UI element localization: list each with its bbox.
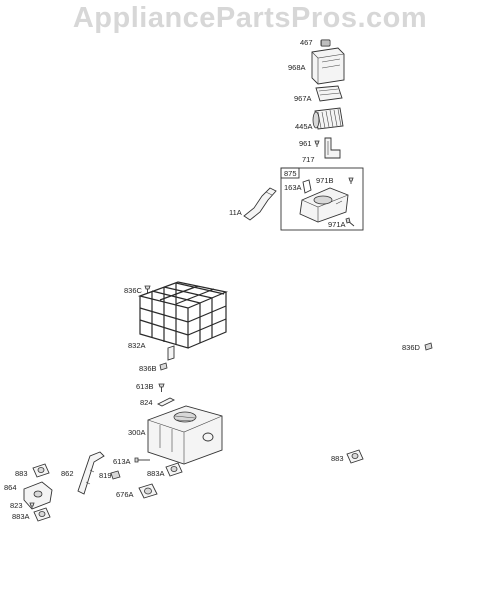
callout-883-right: 883: [331, 454, 344, 463]
callout-836c: 836C: [124, 286, 143, 295]
callout-836d: 836D: [402, 343, 421, 352]
part-971a-screw: [345, 217, 355, 227]
callout-300a: 300A: [128, 428, 146, 437]
callout-676a: 676A: [116, 490, 134, 499]
part-862-bracket: [77, 451, 105, 495]
callout-883-left: 883: [15, 469, 28, 478]
part-717-bracket: [324, 137, 341, 159]
part-836d-screw: [424, 342, 433, 351]
part-968a-cover: [311, 47, 345, 85]
callout-613b: 613B: [136, 382, 154, 391]
callout-445a: 445A: [295, 122, 313, 131]
watermark-logo: AppliancePartsPros.com: [72, 2, 428, 34]
callout-11a: 11A: [229, 208, 242, 217]
part-883-gasket-left: [32, 463, 50, 478]
callout-971a: 971A: [328, 220, 346, 229]
part-967a-precleaner: [315, 85, 343, 102]
callout-883a-mid: 883A: [147, 469, 165, 478]
callout-717: 717: [302, 155, 315, 164]
callout-864: 864: [4, 483, 17, 492]
callout-967a: 967A: [294, 94, 312, 103]
callout-875: 875: [284, 169, 297, 178]
part-467-knob: [320, 39, 331, 47]
callout-613a: 613A: [113, 457, 131, 466]
callout-862: 862: [61, 469, 74, 478]
part-883a-gasket-left: [33, 507, 51, 522]
callout-819: 819: [99, 471, 112, 480]
callout-467: 467: [300, 38, 313, 47]
part-864-plate: [23, 481, 53, 510]
part-445a-air-filter: [312, 107, 344, 130]
callout-823: 823: [10, 501, 23, 510]
callout-836b: 836B: [139, 364, 157, 373]
callout-883a-left: 883A: [12, 512, 30, 521]
callout-961: 961: [299, 139, 312, 148]
part-971b-screw: [348, 177, 354, 184]
part-163a-gasket: [302, 179, 312, 194]
part-961-screw: [314, 140, 320, 147]
callout-163a: 163A: [284, 183, 302, 192]
part-824-deflector: [156, 397, 176, 407]
part-613b-screw: [158, 383, 165, 392]
part-883-gasket-right: [346, 449, 364, 464]
part-836b-screw: [159, 362, 168, 371]
part-836c-screw: [144, 285, 151, 293]
part-300a-muffler: [147, 405, 223, 465]
part-676a-exhaust-gasket: [138, 483, 158, 499]
callout-824: 824: [140, 398, 153, 407]
callout-971b: 971B: [316, 176, 334, 185]
kit-875-box: [280, 167, 364, 231]
callout-832a: 832A: [128, 341, 146, 350]
part-823-screw: [29, 502, 35, 509]
part-883a-gasket-mid: [165, 462, 183, 477]
part-832a-muffler-guard: [137, 281, 229, 361]
part-11a-breather-tube: [243, 187, 277, 221]
part-613a-screw: [134, 457, 150, 463]
part-air-cleaner-base: [299, 187, 349, 223]
callout-968a: 968A: [288, 63, 306, 72]
part-819-nut: [110, 470, 121, 480]
